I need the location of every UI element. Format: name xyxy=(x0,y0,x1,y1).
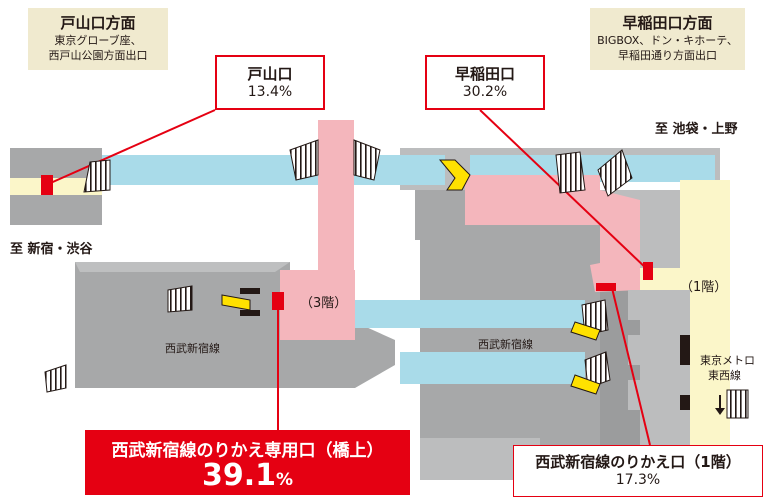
toyama-direction-sub1: 東京グローブ座、 xyxy=(54,34,142,47)
waseda-exit-share: 30.2% xyxy=(462,84,508,100)
floor1-label: （1階） xyxy=(680,280,728,295)
toyama-exit-callout: 戸山口 13.4% xyxy=(215,55,325,110)
seibu-line-label-left: 西武新宿線 xyxy=(165,342,220,355)
shinjuku-direction-label: 至 新宿・渋谷 xyxy=(10,242,93,257)
seibu-bridge-exit-name: 西武新宿線のりかえ専用口（橋上） xyxy=(111,441,384,461)
gate-bar-1 xyxy=(240,288,260,294)
platform-upper-left xyxy=(102,155,445,185)
stairs-icon-4 xyxy=(555,151,586,194)
down-arrow-icon xyxy=(715,395,725,415)
seibu-bridge-exit-share: 39.1 xyxy=(201,458,276,493)
waseda-exit-callout: 早稲田口 30.2% xyxy=(425,55,545,110)
stairs-icon-8 xyxy=(584,351,611,389)
escalator-icon-3 xyxy=(570,321,601,341)
stairs-icon-10 xyxy=(726,389,749,419)
seibu-1f-exit-callout: 西武新宿線のりかえ口（1階） 17.3% xyxy=(513,445,763,497)
escalator-icon-4 xyxy=(570,374,601,395)
gate-bar-2 xyxy=(240,310,260,316)
toyama-direction-sub2: 西戸山公園方面出口 xyxy=(48,49,148,62)
stairs-icon-5 xyxy=(597,149,633,197)
stairs-icon-2 xyxy=(289,139,319,181)
tozai-line-label-2: 東西線 xyxy=(708,369,741,382)
tozai-block-mark-1 xyxy=(680,335,690,365)
seibu-building-left-edge xyxy=(75,262,290,272)
toyama-direction-header: 戸山口方面 東京グローブ座、 西戸山公園方面出口 xyxy=(28,8,168,70)
transfer-1f-area xyxy=(590,255,640,292)
waseda-direction-title: 早稲田口方面 xyxy=(622,14,713,32)
bridge-connector xyxy=(318,120,354,270)
stairs-icon-6 xyxy=(167,285,193,313)
waseda-direction-sub2: 早稲田通り方面出口 xyxy=(618,49,717,62)
ikebukuro-direction-label: 至 池袋・上野 xyxy=(655,122,738,137)
first-floor-area xyxy=(640,180,730,450)
platform-lower xyxy=(400,352,585,384)
waseda-exit-name: 早稲田口 xyxy=(454,65,515,83)
waseda-direction-sub1: BIGBOX、ドン・キホーテ、 xyxy=(597,34,738,47)
waseda-direction-header: 早稲田口方面 BIGBOX、ドン・キホーテ、 早稲田通り方面出口 xyxy=(590,8,745,70)
seibu-1f-exit-share: 17.3% xyxy=(615,472,661,488)
seibu-line-label-middle: 西武新宿線 xyxy=(478,338,533,351)
tozai-block-mark-2 xyxy=(680,395,690,410)
platform-middle xyxy=(355,300,585,328)
seibu-bridge-exit-callout: 西武新宿線のりかえ専用口（橋上） 39.1% xyxy=(85,430,410,495)
seibu-bridge-exit-marker xyxy=(272,292,284,310)
seibu-building-left xyxy=(75,262,395,388)
toyama-direction-title: 戸山口方面 xyxy=(60,14,136,32)
seibu-1f-exit-name: 西武新宿線のりかえ口（1階） xyxy=(535,453,741,471)
floor3-label: （3階） xyxy=(300,296,348,311)
seibu-1f-exit-marker xyxy=(596,283,616,291)
escalator-icon-1 xyxy=(438,159,471,191)
toyama-leader-line xyxy=(45,109,216,186)
tozai-block-1 xyxy=(628,290,690,320)
stairs-icon-9 xyxy=(44,364,67,393)
toyama-exit-corridor xyxy=(10,178,102,195)
seibu-bridge-exit-share-unit: % xyxy=(275,470,294,490)
tozai-block-2 xyxy=(628,335,690,365)
toyama-exit-share: 13.4% xyxy=(247,84,293,100)
seibu-1f-leader-line xyxy=(611,287,651,446)
waseda-exit-marker xyxy=(643,262,653,280)
stairs-icon-3 xyxy=(353,139,381,181)
left-lower-track-block xyxy=(10,195,102,225)
tozai-line-label-1: 東京メトロ xyxy=(700,354,755,367)
third-floor-concourse xyxy=(280,270,355,340)
waseda-concourse xyxy=(465,175,640,290)
station-building-shadow xyxy=(600,280,640,455)
stairs-icon-1 xyxy=(83,159,111,193)
toyama-exit-name: 戸山口 xyxy=(247,65,293,83)
